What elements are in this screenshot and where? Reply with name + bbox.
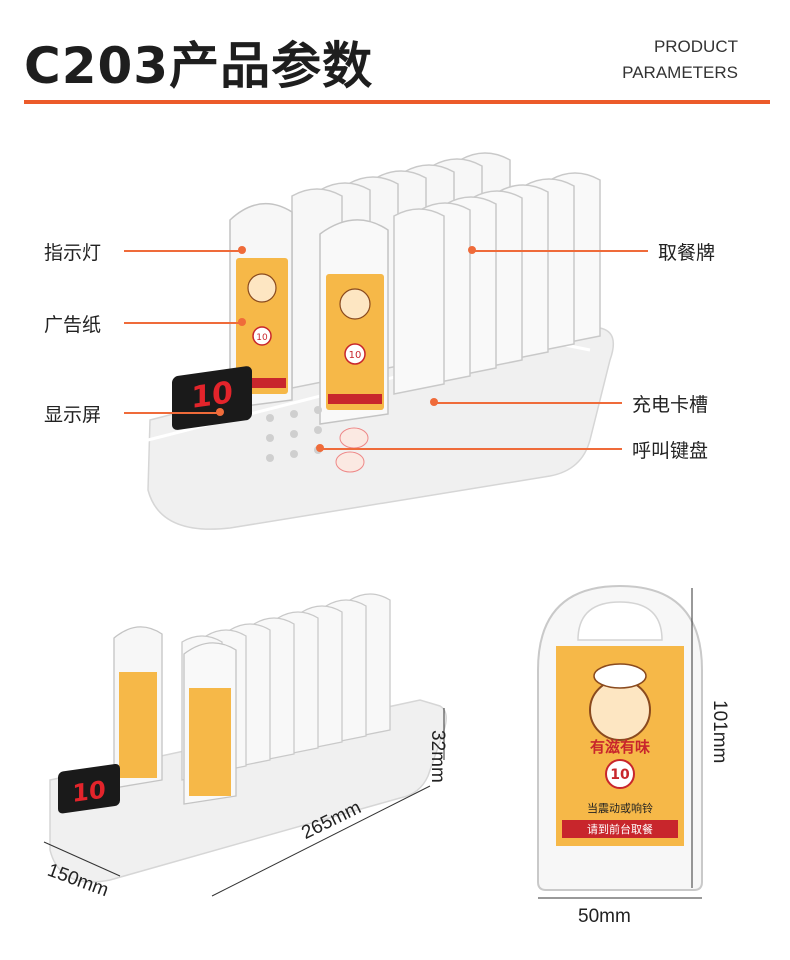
label-call-keypad: 呼叫键盘 bbox=[632, 440, 709, 462]
subtitle-line-2: PARAMETERS bbox=[622, 63, 738, 82]
dimension-pager-width-label: 50mm bbox=[578, 906, 631, 927]
pager-number-middle: 10 bbox=[349, 350, 362, 361]
dimension-pager-height-label: 101mm bbox=[709, 700, 730, 764]
dot-pickup-tag bbox=[468, 246, 476, 254]
leader-display bbox=[124, 412, 220, 414]
page-subtitle: PRODUCT PARAMETERS bbox=[622, 34, 738, 86]
leader-indicator-light bbox=[124, 250, 242, 252]
pager-line-2: 请到前台取餐 bbox=[587, 822, 653, 836]
base-display-digits: 10 bbox=[191, 375, 233, 416]
leader-ad-paper bbox=[124, 322, 242, 324]
dot-indicator-light bbox=[238, 246, 246, 254]
label-charging-slot: 充电卡槽 bbox=[632, 394, 709, 416]
dimension-view-display-digits: 10 bbox=[72, 775, 105, 808]
label-display: 显示屏 bbox=[44, 404, 102, 426]
dot-call-keypad bbox=[316, 444, 324, 452]
dot-charging-slot bbox=[430, 398, 438, 406]
label-pickup-tag: 取餐牌 bbox=[658, 242, 716, 264]
dimension-height-label: 32mm bbox=[427, 730, 448, 783]
leader-call-keypad bbox=[320, 448, 622, 450]
pager-line-1: 当震动或响铃 bbox=[587, 801, 653, 815]
leader-charging-slot bbox=[434, 402, 622, 404]
pager-brand-text: 有滋有味 bbox=[590, 738, 650, 756]
pager-number: 10 bbox=[610, 767, 630, 783]
leader-pickup-tag bbox=[472, 250, 648, 252]
pager-number-left: 10 bbox=[256, 333, 268, 343]
product-illustration-dimensions: 10 bbox=[43, 593, 447, 897]
subtitle-line-1: PRODUCT bbox=[653, 37, 738, 56]
product-illustration-main: 10 10 10 bbox=[147, 152, 615, 530]
dot-display bbox=[216, 408, 224, 416]
single-pager-illustration: 有滋有味 10 当震动或响铃 请到前台取餐 bbox=[537, 584, 703, 899]
label-indicator-light: 指示灯 bbox=[44, 242, 102, 264]
label-ad-paper: 广告纸 bbox=[44, 314, 102, 336]
page-title: C203产品参数 bbox=[24, 37, 374, 95]
header-divider bbox=[24, 100, 770, 104]
dot-ad-paper bbox=[238, 318, 246, 326]
